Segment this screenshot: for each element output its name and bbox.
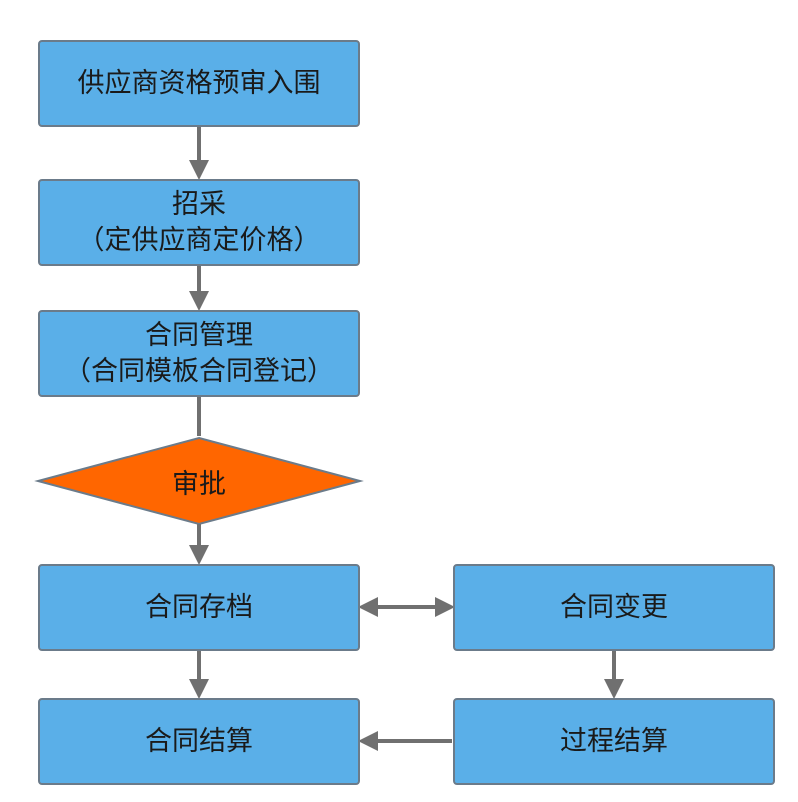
node-change-label: 合同变更	[560, 591, 668, 623]
node-process-settle: 过程结算	[453, 698, 775, 785]
node-procure-label: 招采	[172, 189, 226, 221]
node-procure-note: （定供应商定价格）	[77, 224, 321, 256]
node-settle: 合同结算	[38, 698, 360, 785]
node-prequal: 供应商资格预审入围	[38, 40, 360, 127]
node-contract-mgmt-label: 合同管理	[145, 320, 253, 352]
node-approval-label: 审批	[172, 468, 226, 500]
node-procure: 招采 （定供应商定价格）	[38, 179, 360, 266]
node-change: 合同变更	[453, 564, 775, 651]
node-contract-mgmt: 合同管理 （合同模板合同登记）	[38, 310, 360, 397]
node-contract-mgmt-note: （合同模板合同登记）	[64, 355, 334, 387]
node-settle-label: 合同结算	[145, 725, 253, 757]
node-prequal-label: 供应商资格预审入围	[77, 67, 321, 99]
node-archive: 合同存档	[38, 564, 360, 651]
node-process-settle-label: 过程结算	[560, 725, 668, 757]
node-archive-label: 合同存档	[145, 591, 253, 623]
